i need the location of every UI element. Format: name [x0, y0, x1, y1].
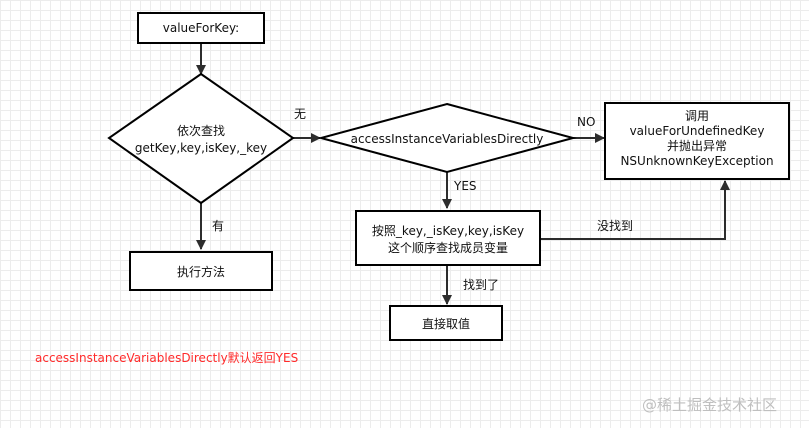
node-execute-method: 执行方法	[129, 251, 273, 291]
edge-label-none: 无	[294, 107, 306, 121]
node-search-line2: 这个顺序查找成员变量	[388, 240, 508, 255]
node-decision2-label: accessInstanceVariablesDirectly	[351, 132, 544, 146]
edge-labels: 无 有 NO YES 没找到 找到了	[212, 107, 633, 292]
node-search-line1: 按照_key,_isKey,key,isKey	[372, 224, 524, 238]
node-undefined-key: 调用 valueForUndefinedKey 并抛出异常 NSUnknownK…	[604, 102, 790, 180]
watermark: @稀土掘金技术社区	[642, 396, 777, 414]
node-getvalue-label: 直接取值	[422, 316, 470, 331]
edge-label-found: 找到了	[463, 278, 499, 292]
edges	[196, 43, 730, 305]
node-decision-access-ivars: accessInstanceVariablesDirectly	[317, 102, 577, 174]
node-decision1-line2: getKey,key,isKey,_key	[135, 141, 267, 155]
node-search-ivars: 按照_key,_isKey,key,isKey 这个顺序查找成员变量	[355, 210, 541, 266]
node-decision1-line1: 依次查找	[177, 123, 225, 138]
edge-label-not-found: 没找到	[597, 218, 633, 233]
node-start: valueForKey:	[137, 12, 265, 44]
node-undefined-line2: valueForUndefinedKey	[630, 124, 765, 138]
edge-label-yes: YES	[453, 179, 477, 193]
node-undefined-line4: NSUnknownKeyException	[620, 154, 773, 168]
node-execute-label: 执行方法	[177, 264, 225, 279]
edge-search-to-undefined	[540, 180, 730, 240]
node-undefined-line1: 调用	[685, 109, 709, 123]
note-default-yes: accessInstanceVariablesDirectly默认返回YES	[35, 350, 298, 365]
node-get-value: 直接取值	[389, 305, 503, 341]
edge-label-has: 有	[212, 219, 224, 233]
node-undefined-line3: 并抛出异常	[667, 138, 727, 153]
node-start-label: valueForKey:	[163, 21, 239, 35]
edge-label-no: NO	[577, 115, 595, 129]
node-decision-lookup-methods: 依次查找 getKey,key,isKey,_key	[107, 72, 295, 205]
